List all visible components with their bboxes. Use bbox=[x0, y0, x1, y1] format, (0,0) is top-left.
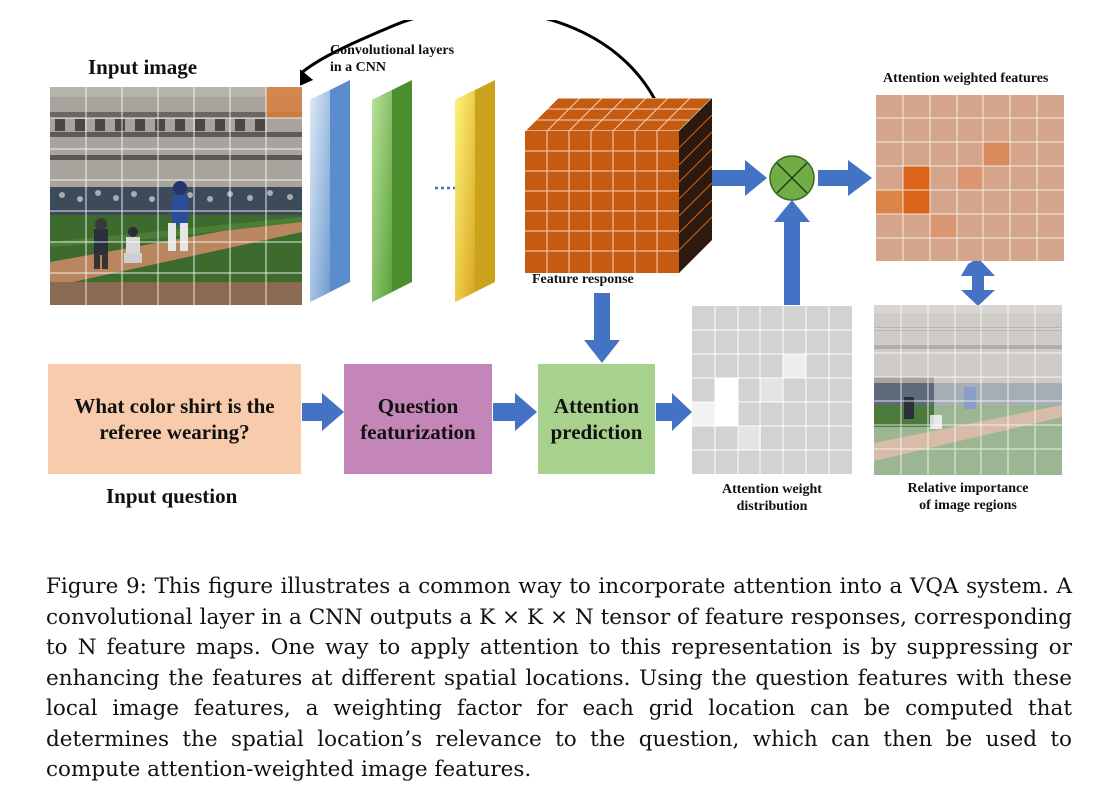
question-featurization-box: Question featurization bbox=[344, 364, 492, 474]
arrow-cube-to-multiply bbox=[712, 160, 767, 196]
arrow-prediction-to-weights bbox=[656, 393, 692, 431]
question-text-line2: referee wearing? bbox=[99, 420, 250, 444]
double-arrow-weighted-relative bbox=[961, 258, 995, 306]
relative-importance-label: Relative importance of image regions bbox=[874, 480, 1062, 514]
multiply-node bbox=[769, 155, 815, 201]
cnn-layers-diagram bbox=[300, 20, 689, 302]
attention-weighted-label: Attention weighted features bbox=[883, 71, 1049, 86]
figure-caption-label: Figure 9: bbox=[46, 574, 147, 599]
input-image-label: Input image bbox=[88, 55, 198, 79]
attention-prediction-line2: prediction bbox=[550, 420, 643, 444]
arrow-multiply-to-weighted bbox=[818, 160, 872, 196]
cnn-label-line1: Convolutional layers bbox=[330, 43, 455, 58]
figure-caption: Figure 9: This figure illustrates a comm… bbox=[46, 572, 1072, 786]
attention-weight-label: Attention weight distribution bbox=[692, 481, 852, 515]
question-featurization-line1: Question bbox=[377, 394, 459, 418]
input-image bbox=[50, 87, 302, 305]
attention-weight-line2: distribution bbox=[736, 499, 808, 514]
input-question-label: Input question bbox=[106, 484, 238, 508]
attention-prediction-box: Attention prediction bbox=[538, 364, 655, 474]
question-box: What color shirt is the referee wearing? bbox=[48, 364, 301, 474]
relative-importance-line2: of image regions bbox=[919, 498, 1017, 513]
attention-prediction-line1: Attention bbox=[553, 394, 640, 418]
relative-importance-image bbox=[874, 305, 1062, 475]
arrow-question-to-featurization bbox=[302, 393, 344, 431]
arrow-featurization-to-prediction bbox=[493, 393, 537, 431]
attention-weighted-grid bbox=[876, 95, 1064, 261]
arrow-weights-to-multiply bbox=[774, 200, 810, 305]
arrow-features-to-prediction bbox=[584, 293, 620, 363]
feature-response-cube bbox=[525, 98, 713, 273]
figure-caption-text: This figure illustrates a common way to … bbox=[46, 574, 1072, 782]
question-featurization-line2: featurization bbox=[360, 420, 476, 444]
relative-importance-line1: Relative importance bbox=[907, 481, 1029, 496]
question-text-line1: What color shirt is the bbox=[74, 394, 275, 418]
feature-response-label: Feature response bbox=[532, 272, 634, 287]
flow-arrows bbox=[302, 155, 995, 431]
attention-weight-grid bbox=[692, 306, 852, 474]
attention-weight-line1: Attention weight bbox=[722, 482, 822, 497]
